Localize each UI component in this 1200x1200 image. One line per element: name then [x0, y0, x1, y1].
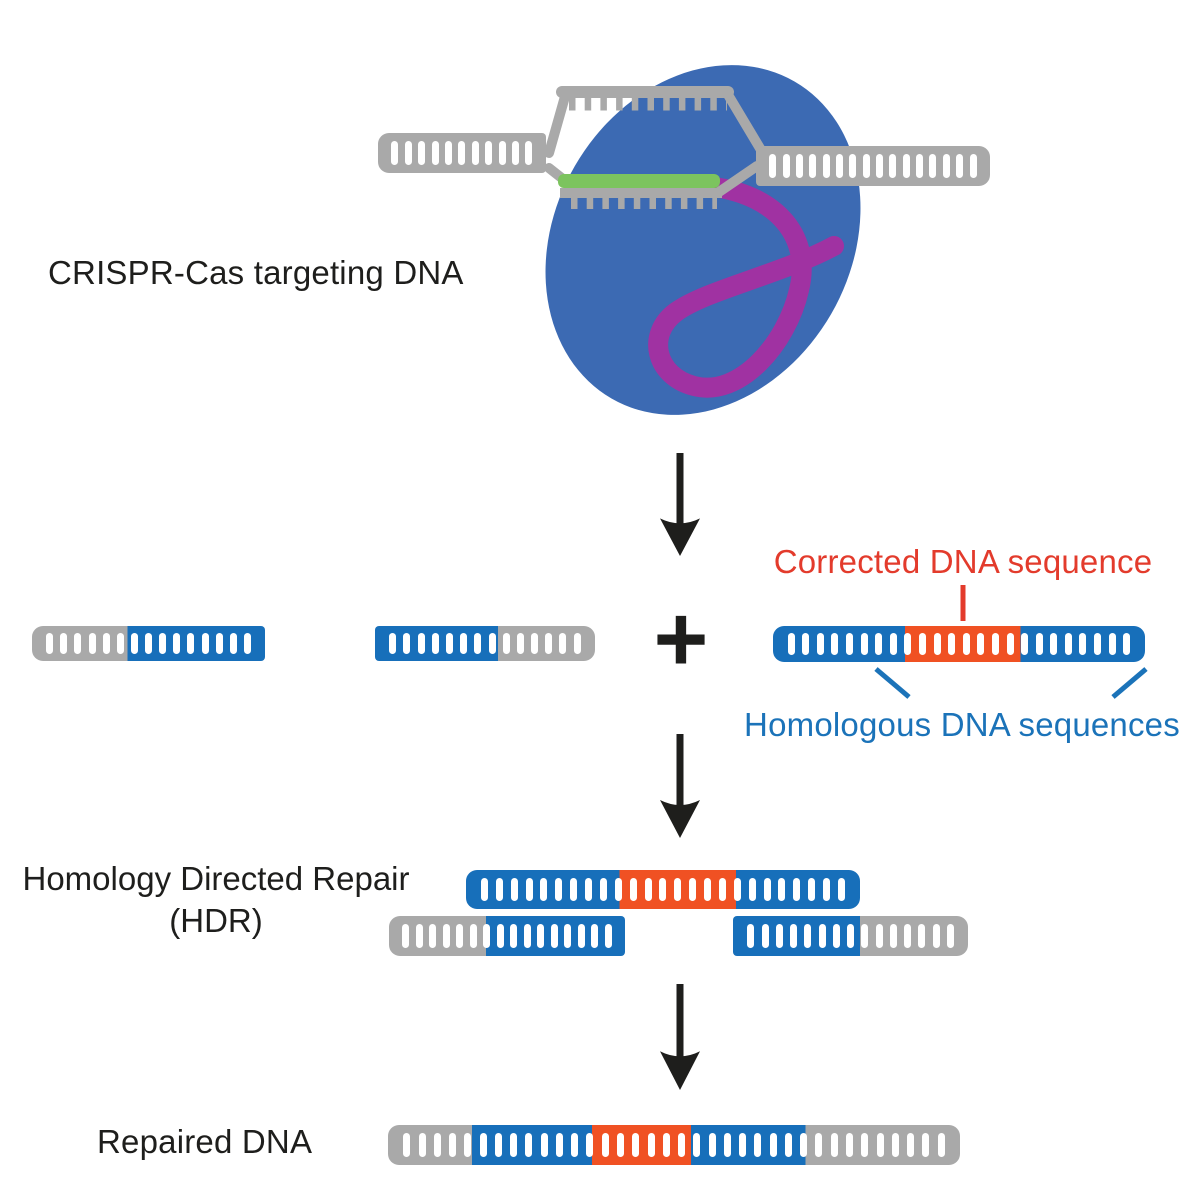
- down-arrow-icon: [660, 453, 700, 556]
- genomic-dna-right-ladder: [756, 146, 990, 186]
- corrected-dna-label: Corrected DNA sequence: [773, 543, 1153, 580]
- repaired-dna-label: Repaired DNA: [97, 1123, 313, 1160]
- repaired-dna-strand: [388, 1125, 960, 1165]
- hdr-label: Homology Directed Repair (HDR): [0, 858, 432, 942]
- cut-dna-right-fragment: [375, 626, 595, 661]
- donor-template-dna: [773, 626, 1145, 662]
- bubble-bottom-strand: [560, 188, 722, 198]
- hdr-left-fragment: [389, 916, 625, 956]
- hdr-right-fragment: [733, 916, 968, 956]
- genomic-dna-left-ladder: [378, 133, 546, 173]
- down-arrow-icon: [660, 984, 700, 1090]
- crispr-label: CRISPR-Cas targeting DNA: [48, 254, 464, 291]
- homologous-dna-label: Homologous DNA sequences: [744, 706, 1180, 743]
- homologous-left-pointer-line: [874, 667, 911, 699]
- homologous-right-pointer-line: [1111, 667, 1148, 699]
- plus-icon: +: [653, 586, 709, 692]
- grna-dna-hybrid: [558, 174, 720, 188]
- bubble-top-strand: [556, 86, 734, 98]
- hdr-label-line1: Homology Directed Repair: [22, 860, 410, 897]
- hdr-template-strand: [466, 870, 860, 909]
- cut-dna-left-fragment: [32, 626, 265, 661]
- guide-rna-strand: [648, 177, 844, 398]
- crispr-cas-complex: [544, 65, 861, 415]
- hdr-label-line2: (HDR): [169, 902, 263, 940]
- down-arrow-icon: [660, 734, 700, 838]
